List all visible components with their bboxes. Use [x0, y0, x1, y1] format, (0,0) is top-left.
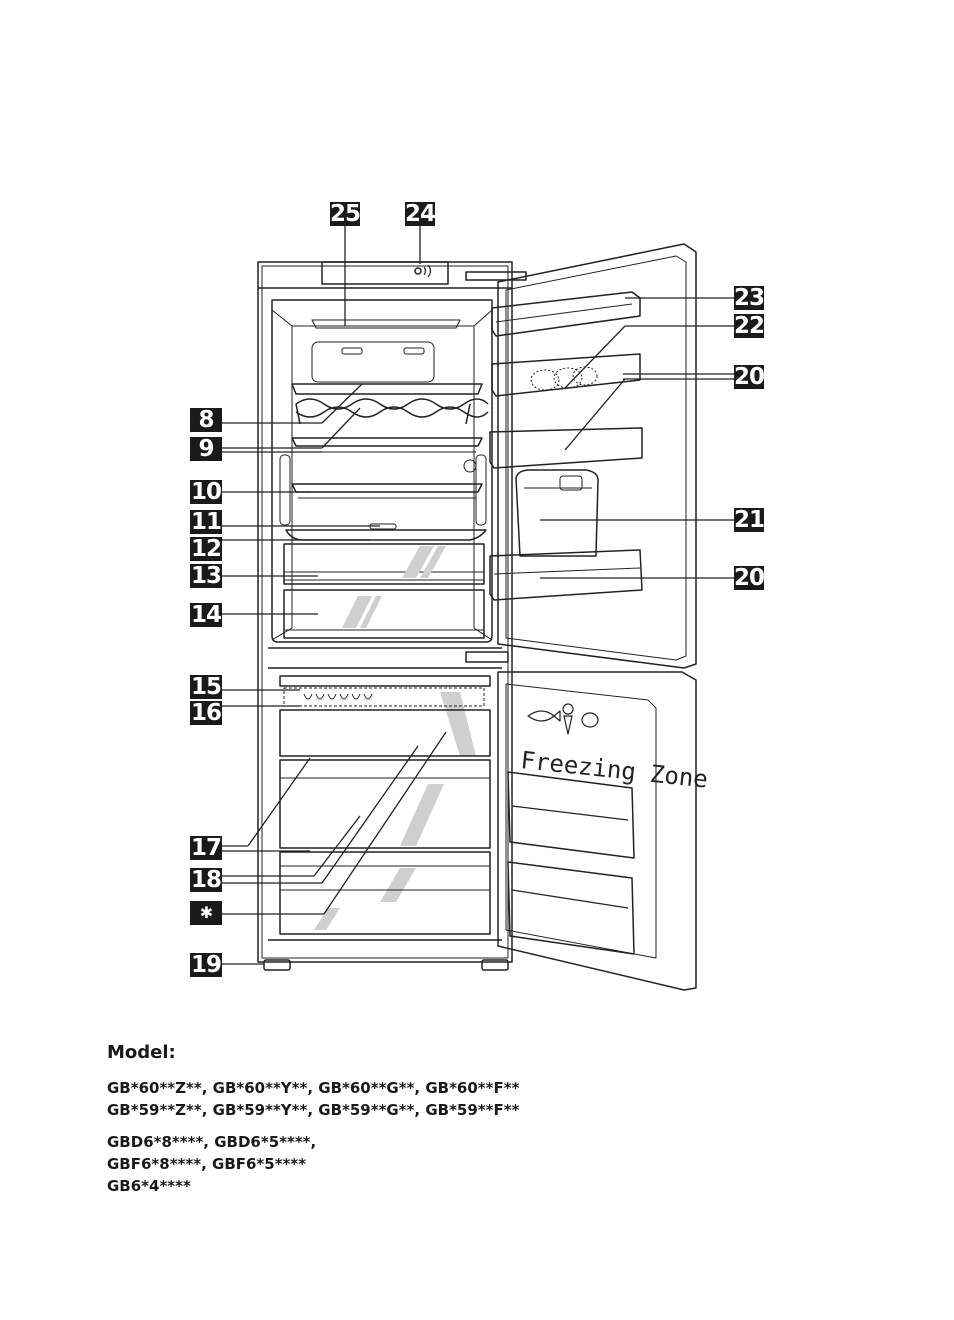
glass-reflections [314, 546, 476, 930]
callout-22: 22 [734, 313, 765, 339]
callout-19: 19 [190, 952, 222, 978]
model-line: GBF6*8****, GBF6*5**** [107, 1155, 307, 1173]
callout-14: 14 [190, 602, 222, 628]
callout-11: 11 [190, 509, 222, 535]
model-group-1: GB*60**Z**, GB*60**Y**, GB*60**G**, GB*6… [107, 1077, 519, 1121]
callout-17: 17 [190, 835, 222, 861]
model-line: GB6*4**** [107, 1177, 191, 1195]
model-group-2: GBD6*8****, GBD6*5****, GBF6*8****, GBF6… [107, 1131, 519, 1197]
model-line: GB*60**Z**, GB*60**Y**, GB*60**G**, GB*6… [107, 1079, 520, 1097]
callout-25: 25 [330, 201, 361, 227]
fridge-door [489, 243, 697, 669]
callout-16: 16 [190, 700, 222, 726]
callout-20-upper: 20 [734, 364, 765, 390]
callout-15: 15 [190, 674, 222, 700]
callout-18: 18 [190, 867, 222, 893]
model-title: Model: [107, 1042, 176, 1063]
freezing-zone-text: Freezing Zone [519, 746, 709, 793]
leader-lines [222, 224, 734, 965]
callout-21: 21 [734, 507, 765, 533]
refrigerator-diagram: Freezing Zone [222, 224, 734, 991]
callout-23: 23 [734, 285, 765, 311]
callout-9: 9 [190, 437, 222, 461]
model-line: GBD6*8****, GBD6*5****, [107, 1133, 317, 1151]
callout-optional: ✱ [190, 901, 222, 925]
model-list: Model: GB*60**Z**, GB*60**Y**, GB*60**G*… [107, 1042, 519, 1207]
fridge-compartment [271, 299, 493, 643]
callout-8: 8 [190, 408, 222, 432]
callout-24: 24 [405, 201, 436, 227]
callout-13: 13 [190, 563, 222, 589]
model-line: GB*59**Z**, GB*59**Y**, GB*59**G**, GB*5… [107, 1101, 520, 1119]
callout-20-lower: 20 [734, 565, 765, 591]
callout-12: 12 [190, 536, 222, 562]
callout-10: 10 [190, 479, 222, 505]
fridge-cabinet [257, 261, 527, 963]
freezer-compartment [263, 675, 509, 971]
freezer-door [497, 671, 697, 991]
